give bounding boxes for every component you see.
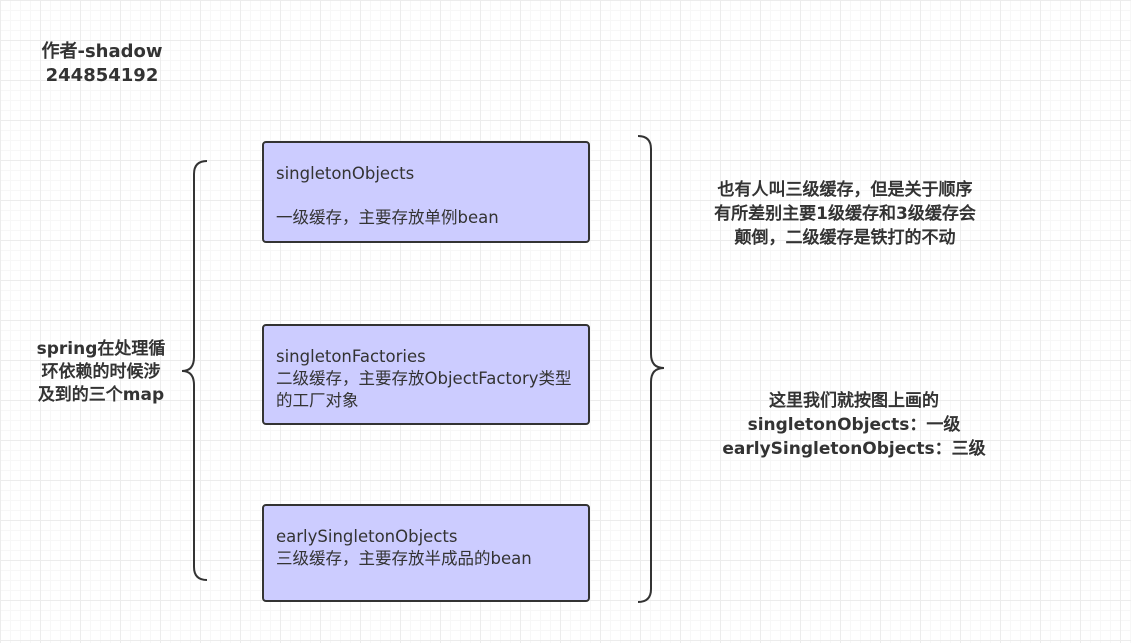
cache-box-singleton-objects[interactable]: singletonObjects 一级缓存，主要存放单例bean xyxy=(262,141,590,243)
note-line-3: 颠倒，二级缓存是铁打的不动 xyxy=(734,228,956,248)
cache-order-note: 也有人叫三级缓存，但是关于顺序 有所差别主要1级缓存和3级缓存会 颠倒，二级缓存… xyxy=(672,178,1018,250)
box-title: earlySingletonObjects xyxy=(276,527,458,546)
left-label-line-2: 环依赖的时候涉 xyxy=(41,362,161,382)
box-title: singletonObjects xyxy=(276,164,415,183)
author-label: 作者-shadow 244854192 xyxy=(22,40,182,88)
cache-mapping-note: 这里我们就按图上画的 singletonObjects：一级 earlySing… xyxy=(682,389,1026,461)
right-brace-top xyxy=(637,135,665,369)
box-description: 三级缓存，主要存放半成品的bean xyxy=(276,549,532,568)
note-line-2: 有所差别主要1级缓存和3级缓存会 xyxy=(714,204,976,224)
box-title: singletonFactories xyxy=(276,347,426,366)
left-label-line-1: spring在处理循 xyxy=(36,339,166,359)
mapping-line-3: earlySingletonObjects：三级 xyxy=(722,439,986,459)
left-label: spring在处理循 环依赖的时候涉 及到的三个map xyxy=(18,338,184,407)
box-description: 一级缓存，主要存放单例bean xyxy=(276,208,499,227)
author-name: 作者-shadow xyxy=(41,41,163,62)
left-label-line-3: 及到的三个map xyxy=(37,385,165,405)
mapping-line-2: singletonObjects：一级 xyxy=(747,415,961,435)
left-brace xyxy=(181,160,208,581)
author-id: 244854192 xyxy=(45,65,159,86)
note-line-1: 也有人叫三级缓存，但是关于顺序 xyxy=(717,180,973,200)
mapping-line-1: 这里我们就按图上画的 xyxy=(769,391,939,411)
cache-box-early-singleton-objects[interactable]: earlySingletonObjects 三级缓存，主要存放半成品的bean xyxy=(262,504,590,602)
right-brace-bottom xyxy=(637,367,665,603)
box-description: 二级缓存，主要存放ObjectFactory类型的工厂对象 xyxy=(276,369,572,410)
cache-box-singleton-factories[interactable]: singletonFactories 二级缓存，主要存放ObjectFactor… xyxy=(262,324,590,425)
